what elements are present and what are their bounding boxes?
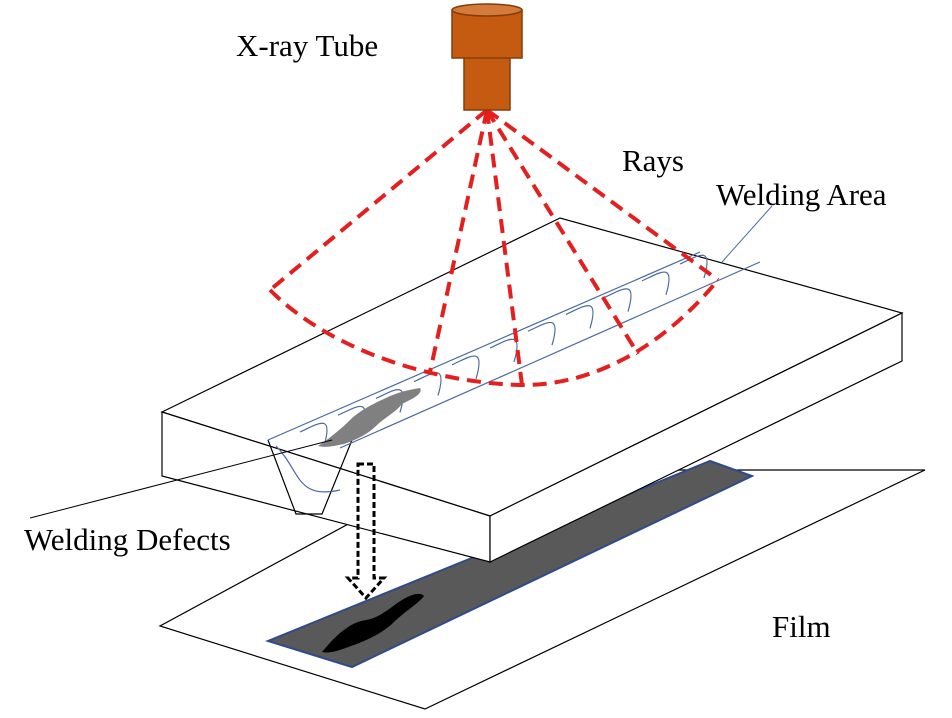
- tube-nozzle: [463, 54, 511, 111]
- label-rays: Rays: [622, 143, 684, 178]
- weld-bead: [267, 251, 761, 493]
- weld-ripple: [527, 321, 556, 346]
- weld-bead-right-edge: [339, 261, 761, 449]
- xray-tube: [451, 3, 523, 111]
- label-welding-defects: Welding Defects: [24, 522, 231, 557]
- label-xray-tube: X-ray Tube: [236, 28, 379, 63]
- weld-ripple-front: [275, 445, 341, 493]
- weld-ripple: [603, 288, 632, 312]
- weld-bead-left-edge: [267, 251, 701, 441]
- weld-ripple: [375, 389, 404, 413]
- ray-arc: [268, 278, 720, 388]
- arrow-outline: [344, 462, 388, 601]
- defect-image-on-film: [322, 593, 424, 653]
- weld-ripple: [565, 305, 594, 329]
- leader-welding-area: [721, 205, 773, 263]
- ray-1: [268, 108, 489, 292]
- welding-defect: [318, 388, 421, 447]
- block-side-face: [489, 312, 903, 563]
- x-rays: [268, 108, 720, 388]
- label-welding-area: Welding Area: [716, 177, 887, 212]
- weld-groove: [267, 439, 353, 515]
- weld-ripple: [489, 338, 518, 363]
- tube-body: [451, 9, 523, 59]
- leader-welding-defects: [29, 439, 333, 519]
- ray-5: [485, 108, 720, 282]
- weld-ripple: [299, 422, 328, 447]
- weld-ripple: [641, 271, 670, 295]
- tube-top: [451, 3, 523, 17]
- film-sheet: [158, 459, 926, 710]
- ray-3: [485, 109, 524, 386]
- projection-arrow: [344, 462, 388, 601]
- label-film: Film: [772, 609, 831, 644]
- weld-ripple: [451, 355, 480, 379]
- ray-4: [485, 108, 640, 356]
- ray-2: [428, 109, 489, 373]
